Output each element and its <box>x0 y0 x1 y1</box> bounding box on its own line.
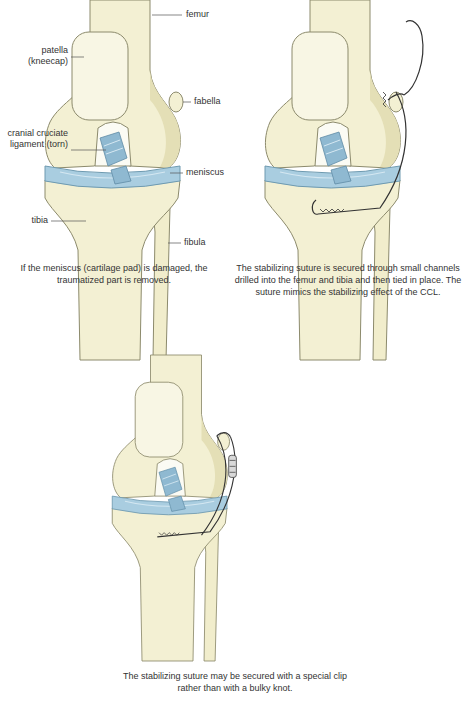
caption: The stabilizing suture is secured throug… <box>228 262 468 298</box>
stabilizing-suture <box>312 21 423 214</box>
part-label: femur <box>186 9 246 20</box>
part-label: cranial cruciate ligament (torn) <box>2 128 68 150</box>
stabilizing-suture <box>157 433 236 537</box>
part-label: fabella <box>194 96 254 107</box>
part-label: meniscus <box>186 167 246 178</box>
knee-joint <box>112 355 229 661</box>
part-label: patella (kneecap) <box>8 45 68 67</box>
caption: If the meniscus (cartilage pad) is damag… <box>4 262 224 286</box>
leader-lines <box>51 15 191 243</box>
part-label: fibula <box>184 237 244 248</box>
part-label: tibia <box>8 215 48 226</box>
knee-joint <box>265 0 403 360</box>
caption: The stabilizing suture may be secured wi… <box>120 670 350 694</box>
